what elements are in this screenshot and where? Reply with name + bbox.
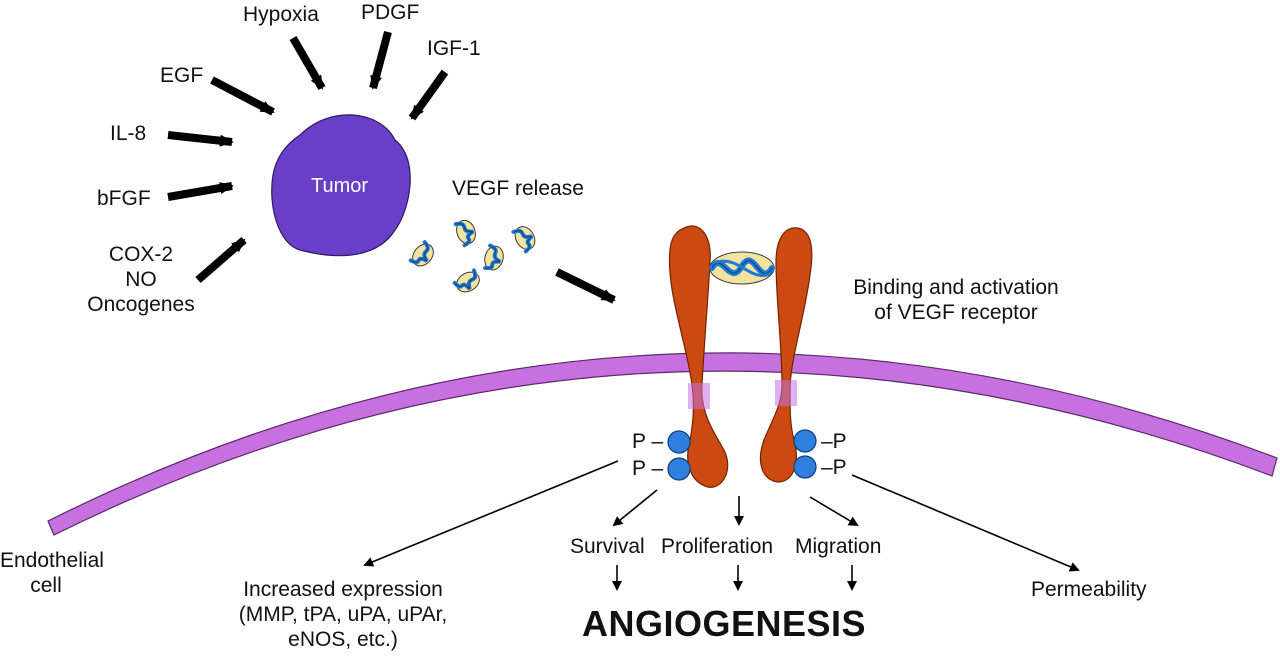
angiogenesis-label: ANGIOGENESIS bbox=[582, 603, 867, 644]
endothelial-line-1: Endothelial bbox=[0, 549, 104, 572]
oncogenes-line: Oncogenes bbox=[87, 293, 195, 316]
phospho-left-top: P – bbox=[632, 430, 664, 453]
no-line: NO bbox=[125, 268, 157, 291]
vegf-release-label: VEGF release bbox=[452, 177, 584, 200]
survival-label: Survival bbox=[570, 535, 645, 558]
bound-vegf-icon bbox=[709, 251, 775, 285]
cox2-line: COX-2 bbox=[108, 243, 174, 266]
cell-membrane bbox=[47, 352, 1278, 536]
output-arrows bbox=[363, 460, 1080, 591]
migration-label: Migration bbox=[795, 535, 882, 558]
binding-line-1: Binding and activation bbox=[853, 276, 1059, 299]
vegf-receptor-right bbox=[759, 227, 813, 483]
expression-line-3: eNOS, etc.) bbox=[288, 628, 398, 651]
cox2-label: COX-2 NO Oncogenes bbox=[76, 242, 206, 317]
tumor-label: Tumor bbox=[311, 175, 369, 197]
binding-line-2: of VEGF receptor bbox=[874, 301, 1038, 324]
endothelial-label: Endothelial cell bbox=[0, 548, 104, 598]
input-arrows bbox=[167, 30, 616, 304]
phosphate-dots bbox=[667, 429, 817, 481]
hypoxia-label: Hypoxia bbox=[243, 3, 319, 26]
igf1-label: IGF-1 bbox=[427, 37, 481, 60]
bfgf-label: bFGF bbox=[97, 187, 151, 210]
expression-line-1: Increased expression bbox=[243, 578, 443, 601]
tumor-cell bbox=[271, 114, 411, 257]
proliferation-label: Proliferation bbox=[661, 535, 774, 558]
expression-line-2: (MMP, tPA, uPA, uPAr, bbox=[238, 603, 448, 626]
pdgf-label: PDGF bbox=[361, 1, 420, 24]
permeability-label: Permeability bbox=[1031, 578, 1147, 601]
phospho-right-top: –P bbox=[821, 430, 847, 453]
phospho-left-bottom: P – bbox=[632, 457, 664, 480]
egf-label: EGF bbox=[160, 64, 204, 87]
binding-label: Binding and activation of VEGF receptor bbox=[826, 275, 1086, 325]
vegf-receptor-left bbox=[668, 225, 729, 488]
vegf-molecules bbox=[406, 215, 541, 298]
expression-label: Increased expression (MMP, tPA, uPA, uPA… bbox=[218, 577, 468, 652]
phospho-right-bottom: –P bbox=[821, 456, 847, 479]
il8-label: IL-8 bbox=[110, 122, 147, 145]
endothelial-line-2: cell bbox=[30, 574, 62, 597]
